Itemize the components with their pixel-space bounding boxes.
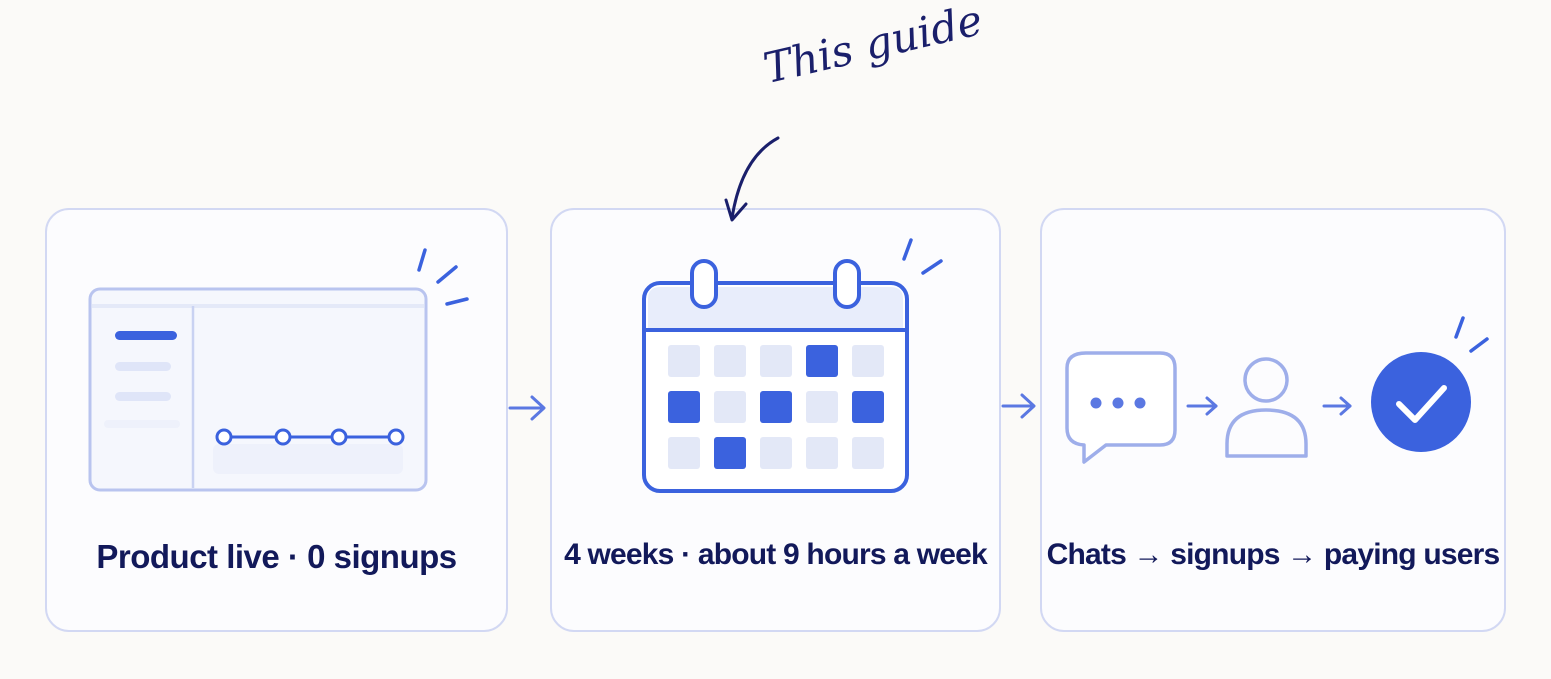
calendar-icon — [642, 259, 909, 493]
sparkle-icon — [417, 248, 469, 306]
sparkle-icon — [902, 238, 943, 275]
sparkle-icon — [1454, 316, 1489, 353]
chat-bubble-icon — [1065, 351, 1177, 464]
step-caption-3: Chats → signups → paying users — [1046, 538, 1501, 571]
arrow-right-icon — [1001, 393, 1036, 419]
step-caption-2: 4 weeks · about 9 hours a week — [564, 538, 988, 571]
curved-arrow-icon — [724, 136, 780, 222]
step-caption-1: Product live · 0 signups — [96, 538, 457, 575]
check-circle-icon — [1371, 352, 1471, 452]
arrow-right-icon — [1186, 396, 1218, 416]
browser-window-icon — [88, 287, 428, 492]
user-icon — [1225, 357, 1308, 458]
arrow-right-icon — [508, 395, 546, 421]
arrow-right-icon — [1322, 396, 1352, 416]
